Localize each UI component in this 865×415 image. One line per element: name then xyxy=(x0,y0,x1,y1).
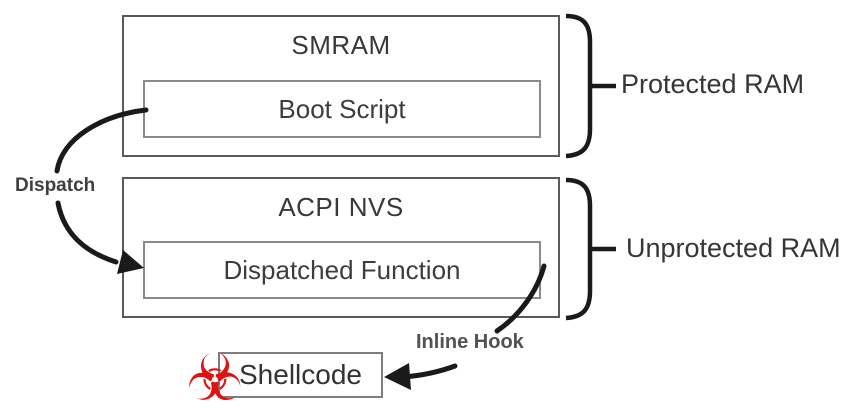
acpi-nvs-title: ACPI NVS xyxy=(278,192,404,222)
unprotected-ram-brace xyxy=(565,177,616,321)
dispatched-function-box: Dispatched Function xyxy=(143,241,541,299)
protected-ram-brace xyxy=(565,13,616,159)
shellcode-box: Shellcode xyxy=(218,352,383,398)
dispatched-function-label: Dispatched Function xyxy=(223,254,461,285)
dispatch-label: Dispatch xyxy=(15,175,96,196)
protected-ram-label: Protected RAM xyxy=(621,69,805,99)
shellcode-label: Shellcode xyxy=(239,359,362,390)
boot-script-label: Boot Script xyxy=(278,93,406,124)
smram-box: SMRAM Boot Script xyxy=(122,15,560,157)
acpi-nvs-box: ACPI NVS Dispatched Function xyxy=(122,177,560,318)
inline-hook-label: Inline Hook xyxy=(416,331,524,353)
smram-title: SMRAM xyxy=(291,30,391,60)
boot-script-box: Boot Script xyxy=(143,80,541,138)
unprotected-ram-label: Unprotected RAM xyxy=(626,233,841,263)
biohazard-icon: ☣ xyxy=(186,342,244,415)
